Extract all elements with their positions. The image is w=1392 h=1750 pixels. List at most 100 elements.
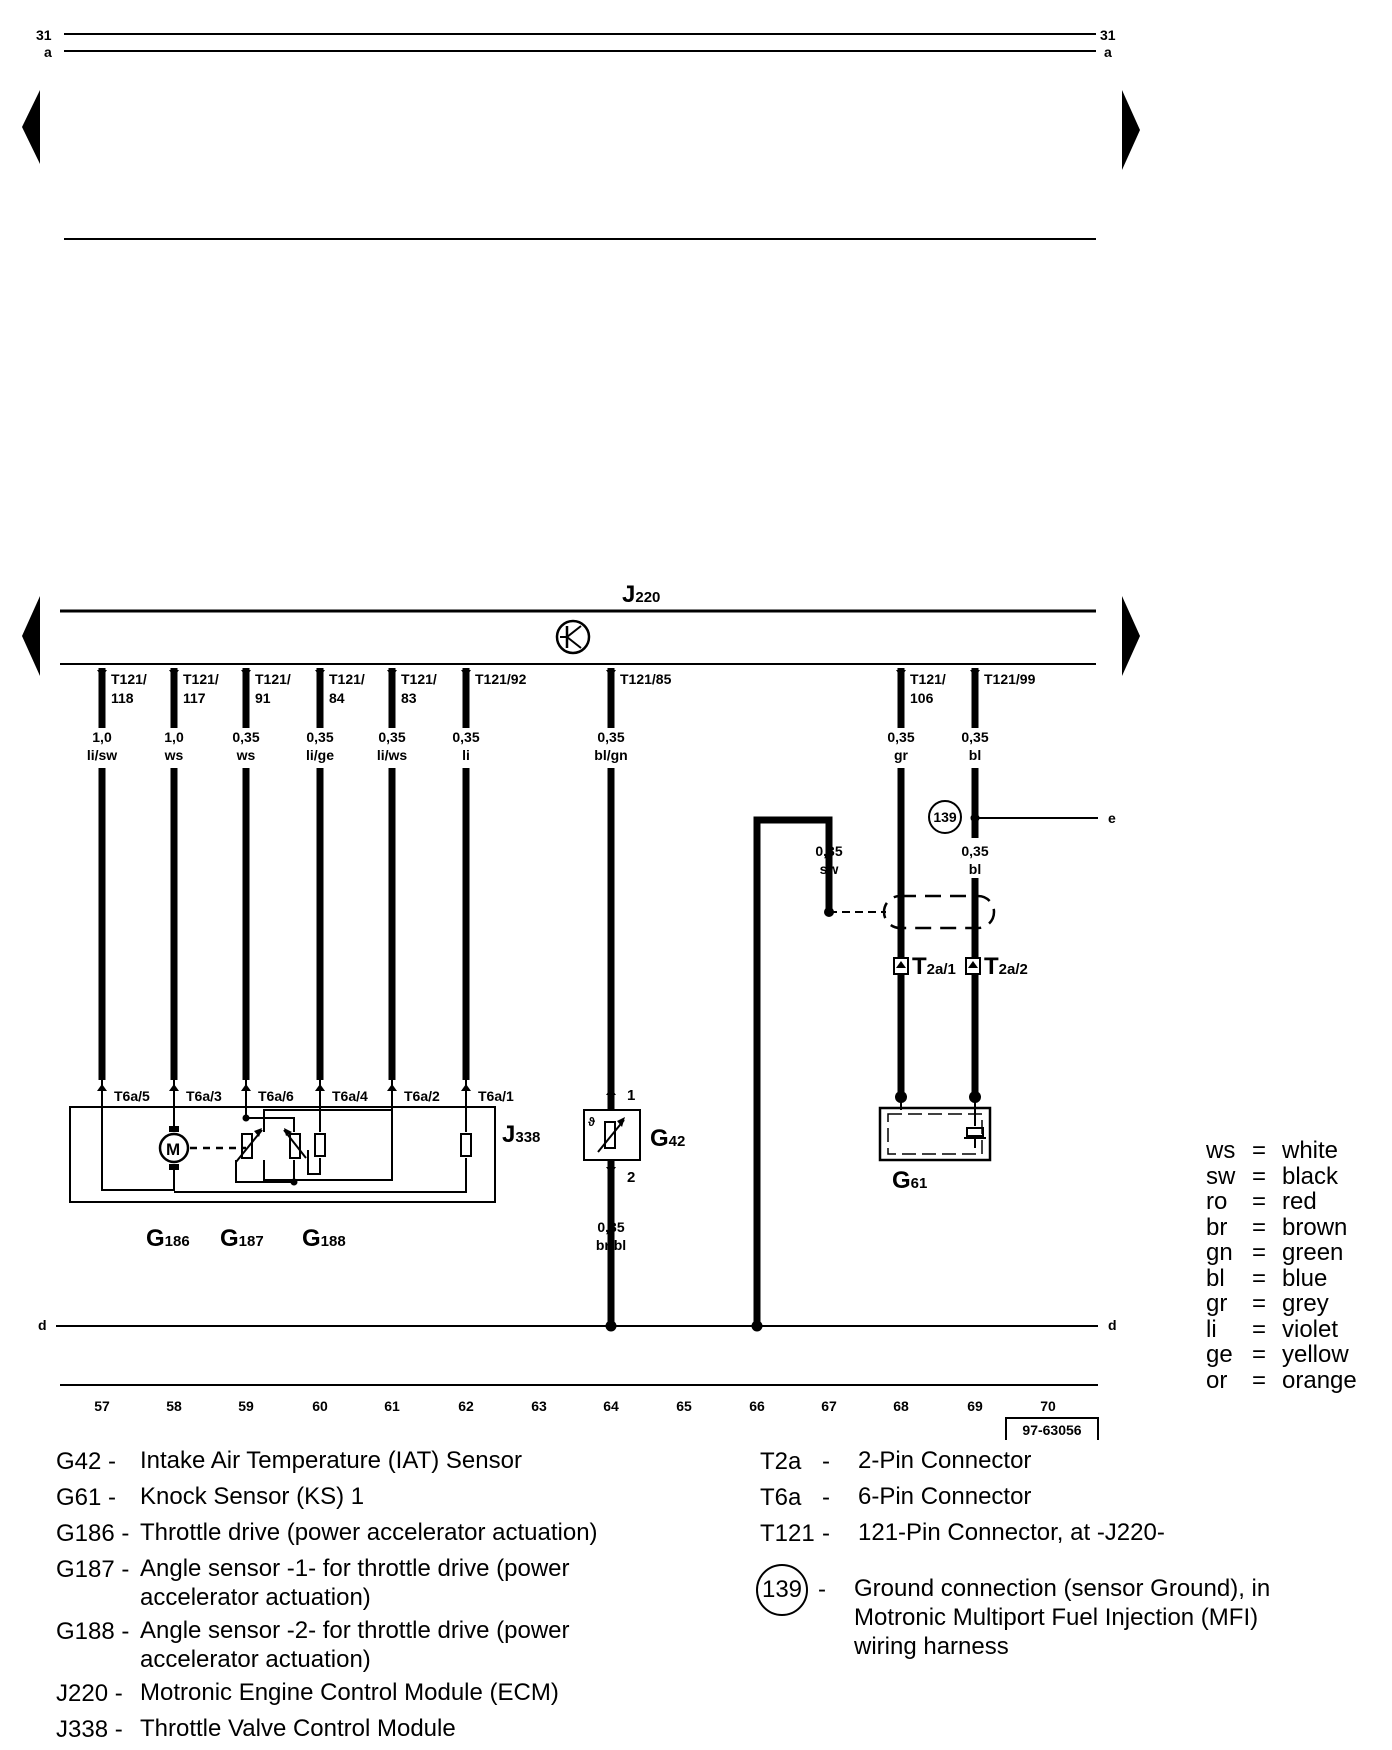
ecm-pin-label: T121/99 <box>984 671 1036 687</box>
color-eq: = <box>1252 1264 1267 1292</box>
ecm-pin-label: T121/92 <box>475 671 527 687</box>
grid-number: 61 <box>384 1398 400 1414</box>
color-eq: = <box>1252 1137 1267 1164</box>
g61-box <box>878 1106 992 1162</box>
color-name: black <box>1282 1162 1339 1190</box>
color-name: white <box>1282 1137 1339 1164</box>
wire-color: li/ws <box>377 747 408 763</box>
shield-wire-size: 0,35 <box>815 843 842 859</box>
wire-size: 0,35 <box>306 729 333 745</box>
legend-code: J220 - <box>56 1680 123 1707</box>
color-abbr: ge <box>1206 1341 1233 1368</box>
legend-dash: - <box>822 1484 830 1511</box>
legend-code: G187 - <box>56 1556 130 1583</box>
color-name: green <box>1282 1239 1344 1266</box>
legend-row: G186 -Throttle drive (power accelerator … <box>56 1518 696 1550</box>
wiring-diagram: 31 a 31 a J220 T121/1181,0li/swT121/1171… <box>22 27 1140 1440</box>
pin-arrow-icon <box>315 670 325 677</box>
wire-size: 0,35 <box>378 729 405 745</box>
color-eq: = <box>1252 1290 1267 1317</box>
svg-text:M: M <box>166 1140 180 1159</box>
potentiometer-icon <box>235 1128 263 1163</box>
potentiometer-icon-2 <box>283 1128 307 1159</box>
ecm-pin-label: T121/ <box>329 671 365 687</box>
legend-code: T121 <box>760 1520 815 1547</box>
t6a-pin-label: T6a/6 <box>258 1088 294 1104</box>
legend-row: G61 -Knock Sensor (KS) 1 <box>56 1482 696 1514</box>
legend-row: T2a-2-Pin Connector <box>760 1446 1380 1478</box>
ecm-pin-label-2: 83 <box>401 690 417 706</box>
grid-number: 66 <box>749 1398 765 1414</box>
legend-row: G187 - Angle sensor -1- for throttle driv… <box>56 1554 696 1612</box>
ecm-wires: T121/1181,0li/swT121/1171,0wsT121/910,35… <box>87 668 1036 1110</box>
figure-id-box <box>1005 1417 1099 1440</box>
grid-number: 62 <box>458 1398 474 1414</box>
resistor-icon <box>314 1133 326 1157</box>
wire-size: 0,35 <box>232 729 259 745</box>
color-abbr: gn <box>1206 1239 1233 1266</box>
legend-desc: Throttle drive (power accelerator actuat… <box>140 1519 598 1546</box>
line-e-label: e <box>1108 810 1116 826</box>
color-name: blue <box>1282 1264 1328 1292</box>
ground-139-id: 139 <box>933 809 957 825</box>
t6a-pin-label: T6a/1 <box>478 1088 514 1104</box>
svg-text:ϑ: ϑ <box>588 1115 595 1129</box>
wire-color: bl <box>969 747 981 763</box>
legend-ground-id: 139 <box>761 1576 803 1603</box>
legend-code: G42 - <box>56 1448 117 1475</box>
wire-color: li/sw <box>87 747 117 763</box>
junction-dot <box>605 1320 617 1332</box>
legend-code: G188 - <box>56 1618 130 1645</box>
motor-icon: M <box>158 1126 190 1170</box>
grid-number: 63 <box>531 1398 547 1414</box>
t2a2-label: T2a/2 <box>984 953 1028 980</box>
t2a1-label: T2a/1 <box>912 953 956 980</box>
color-name: grey <box>1282 1290 1329 1317</box>
pin-arrow-icon <box>970 670 980 677</box>
figure-id: 97-63056 <box>1022 1422 1081 1438</box>
color-name: brown <box>1282 1213 1348 1241</box>
ecm-pin-label: T121/ <box>183 671 219 687</box>
t2a-connector-icon <box>893 957 981 975</box>
g42-wire-color: br/bl <box>596 1237 626 1253</box>
legend-desc: 2-Pin Connector <box>858 1447 1032 1474</box>
color-eq: = <box>1252 1341 1267 1368</box>
ecm-pin-label: T121/ <box>111 671 147 687</box>
color-key-row: or=orange <box>1206 1367 1357 1394</box>
color-key-row: gn=green <box>1206 1240 1357 1266</box>
grid-number: 57 <box>94 1398 110 1414</box>
color-key-row: br=brown <box>1206 1213 1357 1241</box>
ground-139-icon <box>928 800 962 834</box>
color-key-row: sw=black <box>1206 1162 1357 1190</box>
legend-row: J338 -Throttle Valve Control Module <box>56 1714 696 1746</box>
g61-label: G61 <box>892 1167 927 1194</box>
wire-color: ws <box>164 747 184 763</box>
g42-pin1: 1 <box>627 1087 635 1104</box>
resistor-icon-2 <box>460 1133 472 1157</box>
color-key-row: ws=white <box>1206 1138 1357 1164</box>
continue-left-arrow-icon-2 <box>22 596 40 676</box>
g186-label: G186 <box>146 1225 190 1252</box>
color-eq: = <box>1252 1315 1267 1343</box>
legend-desc: Angle sensor -1- for throttle drive (pow… <box>140 1555 570 1611</box>
j338-internal-wiring <box>101 1080 467 1193</box>
grid-number: 69 <box>967 1398 983 1414</box>
legend-desc: Knock Sensor (KS) 1 <box>140 1483 365 1510</box>
legend-ground-desc: Ground connection (sensor Ground), in Mo… <box>854 1575 1271 1660</box>
legend-desc: Motronic Engine Control Module (ECM) <box>140 1679 559 1706</box>
wire-color: li/ge <box>306 747 334 763</box>
color-key-row: li=violet <box>1206 1315 1357 1343</box>
legend-row: J220 - Motronic Engine Control Module (EC… <box>56 1678 696 1710</box>
color-abbr: br <box>1206 1213 1228 1241</box>
wire-size: 0,35 <box>452 729 479 745</box>
bus-31-label-right: 31 <box>1100 27 1116 43</box>
color-name: yellow <box>1282 1341 1349 1368</box>
legend-dash: - <box>822 1520 830 1547</box>
pin-arrow-icon <box>387 670 397 677</box>
